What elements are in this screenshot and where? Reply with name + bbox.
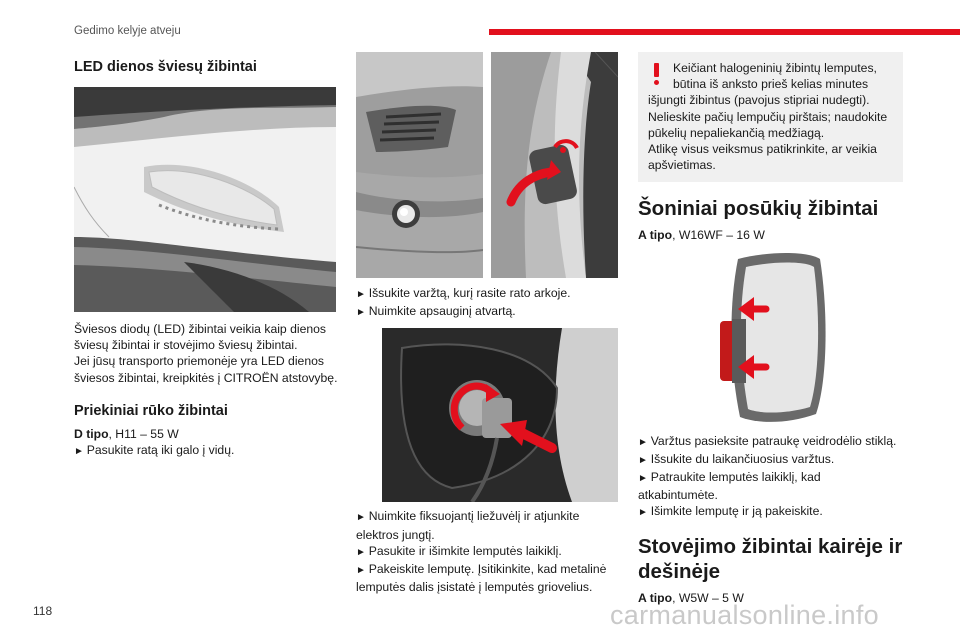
- warning-line-2: būtina iš anksto prieš kelias minutes: [673, 77, 869, 92]
- led-headlight-illustration: [74, 87, 336, 312]
- led-paragraph-line3: Jei jūsų transporto priemonėje yra LED d…: [74, 354, 324, 369]
- warning-line-3: išjungti žibintus (pavojus stipriai nude…: [648, 93, 870, 108]
- led-paragraph-line1: Šviesos diodų (LED) žibintai veikia kaip…: [74, 322, 327, 336]
- fog-step-4b: elektros jungtį.: [356, 527, 435, 542]
- parking-lights-type: A tipo, W5W – 5 W: [638, 590, 903, 606]
- led-paragraph-line4: šviesos žibintai, kreipkitės į CITROËN a…: [74, 370, 338, 385]
- side-indicator-title: Šoniniai posūkių žibintai: [638, 197, 879, 221]
- park-type-spec: , W5W – 5 W: [672, 590, 744, 605]
- warning-exclamation-icon: [652, 63, 662, 85]
- wheel-arch-screw-illustration: [491, 52, 618, 278]
- fog-lamp-front-illustration: [356, 52, 483, 278]
- warning-line-6: Atlikę visus veiksmus patikrinkite, ar v…: [648, 142, 877, 157]
- section-color-bar: [489, 29, 960, 35]
- parking-lights-title-line2: dešinėje: [638, 559, 721, 583]
- side-type-label: A tipo: [638, 228, 673, 243]
- column-3: Keičiant halogeninių žibintų lemputes, b…: [638, 52, 903, 606]
- fog-type-spec: , H11 – 55 W: [108, 426, 179, 441]
- side-type-spec: , W16WF – 16 W: [672, 228, 765, 243]
- side-indicator-type: A tipo, W16WF – 16 W: [638, 227, 903, 243]
- warning-line-4: Nelieskite pačių lempučių pirštais; naud…: [648, 109, 888, 124]
- fog-step-3: Nuimkite apsauginį atvartą.: [356, 303, 618, 321]
- watermark: carmanualsonline.info: [610, 600, 879, 630]
- fog-step-4a: Nuimkite fiksuojantį liežuvėlį ir atjunk…: [356, 508, 618, 526]
- led-paragraph-line2: šviesų žibintai ir stovėjimo šviesų žibi…: [74, 338, 298, 353]
- side-step-4: Išimkite lemputę ir ją pakeiskite.: [638, 503, 903, 521]
- fog-section-title: Priekiniai rūko žibintai: [74, 402, 228, 419]
- warning-line-7: apšvietimas.: [648, 158, 716, 173]
- park-type-label: A tipo: [638, 590, 673, 605]
- column-1: LED dienos šviesų žibintai Šviesos diodų…: [74, 58, 339, 460]
- side-mirror-illustration: [718, 248, 830, 429]
- warning-line-1: Keičiant halogeninių žibintų lemputes,: [673, 61, 877, 75]
- column-2: Išsukite varžtą, kurį rasite rato arkoje…: [356, 52, 618, 595]
- warning-line-5: pūkelių nepaliekančią medžiagą.: [648, 125, 825, 140]
- fog-step-1: Pasukite ratą iki galo į vidų.: [74, 442, 339, 460]
- side-step-3b: atkabintumėte.: [638, 488, 718, 503]
- fog-step-6a: Pakeiskite lemputę. Įsitikinkite, kad me…: [356, 561, 618, 579]
- fog-step-2: Išsukite varžtą, kurį rasite rato arkoje…: [356, 285, 618, 303]
- page-number: 118: [33, 604, 53, 618]
- fog-step-6b: lemputės dalis įsistatė į lemputės griov…: [356, 580, 593, 595]
- parking-lights-title-line1: Stovėjimo žibintai kairėje ir: [638, 534, 903, 558]
- side-step-3a: Patraukite lemputės laikiklį, kad: [638, 469, 903, 487]
- led-section-title: LED dienos šviesų žibintai: [74, 59, 257, 75]
- side-step-1: Varžtus pasieksite patraukę veidrodėlio …: [638, 433, 903, 451]
- fog-type-label: D tipo: [74, 426, 109, 441]
- fog-lamp-connector-illustration: [382, 328, 618, 503]
- section-header: Gedimo kelyje atveju: [74, 25, 181, 37]
- fog-step-5: Pasukite ir išimkite lemputės laikiklį.: [356, 543, 618, 561]
- warning-box: Keičiant halogeninių žibintų lemputes, b…: [638, 52, 903, 183]
- fog-bulb-type: D tipo, H11 – 55 W: [74, 426, 339, 442]
- side-step-2: Išsukite du laikančiuosius varžtus.: [638, 451, 903, 469]
